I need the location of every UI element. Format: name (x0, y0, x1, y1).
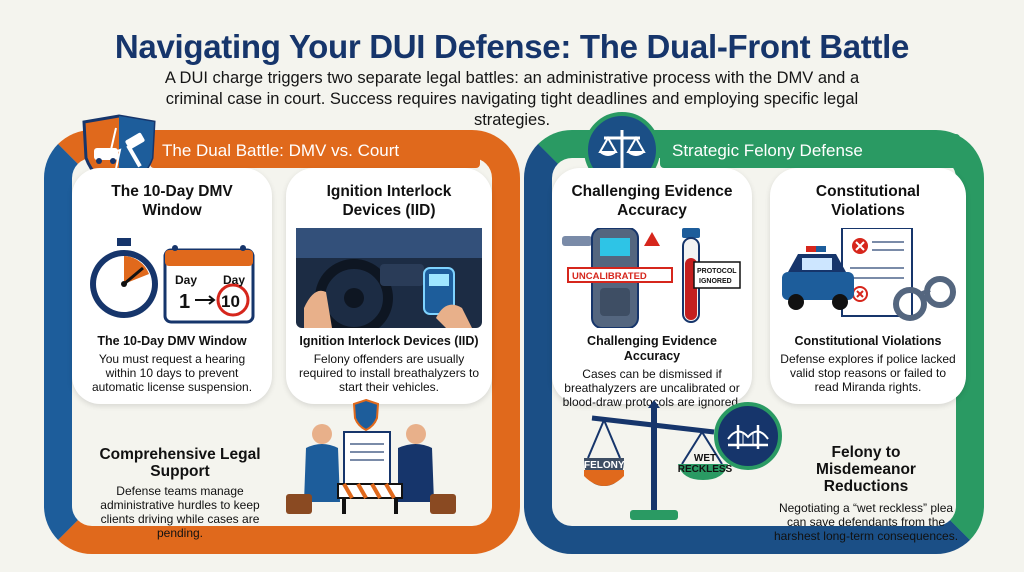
calendar-day-label-1: Day (175, 273, 197, 287)
left-section-header: The Dual Battle: DMV vs. Court (150, 134, 480, 168)
card-title: The 10-Day DMV Window (111, 183, 233, 219)
uncalibrated-tag: UNCALIBRATED (572, 271, 647, 282)
card-body: Defense explores if police lacked valid … (780, 352, 956, 394)
card-title: Constitutional Violations (815, 183, 921, 219)
constitutional-illustration (780, 227, 956, 328)
reduction-block: Felony to Misdemeanor Reductions Negotia… (756, 444, 976, 543)
card-constitutional-violations: Constitutional Violations (770, 168, 966, 404)
card-title: Challenging Evidence Accuracy (571, 183, 733, 219)
block-body: Negotiating a “wet reckless” plea can sa… (773, 501, 959, 543)
card-title: Ignition Interlock Devices (IID) (326, 183, 452, 219)
legal-support-block: Comprehensive Legal Support Defense team… (86, 446, 274, 540)
negotiation-illustration (282, 398, 462, 520)
svg-text:IGNORED: IGNORED (699, 278, 732, 285)
card-ignition-interlock: Ignition Interlock Devices (IID) Ignitio… (286, 168, 492, 404)
ignition-interlock-illustration (296, 228, 482, 337)
scale-illustration (574, 398, 734, 524)
card-subtitle: Challenging Evidence Accuracy (587, 334, 717, 363)
protocol-ignored-tag: PROTOCOL (697, 268, 737, 275)
handcuffs-icon (893, 276, 956, 321)
card-dmv-window: The 10-Day DMV Window Day 1 Day 10 (72, 168, 272, 404)
shield-icon (352, 398, 380, 432)
police-car-icon (782, 246, 854, 310)
calendar-icon (163, 245, 255, 324)
card-subtitle: The 10-Day DMV Window (97, 334, 247, 348)
page-subtitle: A DUI charge triggers two separate legal… (164, 69, 860, 129)
right-section-header-text: Strategic Felony Defense (672, 141, 863, 160)
right-section-header: Strategic Felony Defense (660, 134, 960, 168)
blood-vial-icon (682, 228, 700, 323)
card-evidence-accuracy: Challenging Evidence Accuracy UNCALIBRAT… (552, 168, 752, 409)
dmv-window-illustration: Day 1 Day 10 (87, 228, 257, 328)
stopwatch-icon (90, 238, 158, 318)
scale-right-label: WET RECKLESS (677, 453, 733, 475)
calendar-day-value-2: 10 (221, 292, 240, 311)
card-body: Cases can be dismissed if breathalyzers … (562, 367, 742, 409)
card-subtitle: Ignition Interlock Devices (IID) (299, 334, 479, 348)
card-body: Felony offenders are usually required to… (298, 352, 480, 394)
bridge-icon (714, 402, 782, 470)
briefcase-icon (286, 494, 312, 514)
block-title: Felony to Misdemeanor Reductions (816, 444, 916, 495)
block-body: Defense teams manage administrative hurd… (100, 484, 260, 540)
block-title: Comprehensive Legal Support (99, 446, 261, 480)
calendar-day-value-1: 1 (179, 291, 190, 313)
barrier-icon (337, 483, 403, 514)
card-body: You must request a hearing within 10 day… (91, 352, 253, 394)
document-icon (841, 227, 913, 317)
left-section-header-text: The Dual Battle: DMV vs. Court (162, 141, 400, 160)
evidence-illustration: UNCALIBRATED PROTOCOL IGNORED (562, 227, 742, 329)
scale-left-label: FELONY (584, 460, 625, 471)
calendar-day-label-2: Day (223, 273, 245, 287)
page-title: Navigating Your DUI Defense: The Dual-Fr… (114, 28, 910, 65)
card-subtitle: Constitutional Violations (794, 334, 942, 348)
